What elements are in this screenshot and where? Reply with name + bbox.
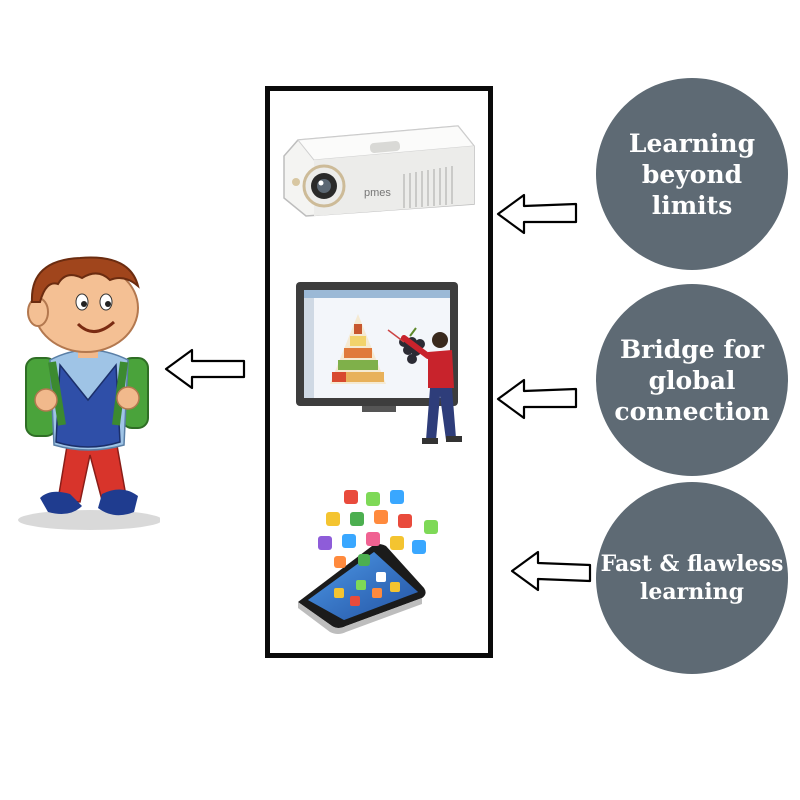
arrow-from-benefit-2-icon — [496, 378, 578, 420]
benefit-label: Fast & flawless learning — [600, 551, 784, 605]
benefit-circle-learning-beyond-limits: Learning beyond limits — [596, 78, 788, 270]
benefit-label: Learning beyond limits — [628, 128, 756, 220]
student-boy-icon — [18, 256, 160, 530]
arrow-from-benefit-3-icon — [510, 550, 592, 592]
benefit-circle-bridge-global-connection: Bridge for global connection — [596, 284, 788, 476]
projector-icon: pmes — [283, 125, 475, 217]
benefit-circle-fast-flawless-learning: Fast & flawless learning — [596, 482, 788, 674]
arrow-from-benefit-1-icon — [496, 193, 578, 235]
projector-brand: pmes — [364, 187, 391, 199]
smartphone-apps-icon — [298, 490, 438, 634]
interactive-whiteboard-icon — [296, 282, 462, 444]
arrow-to-student-icon — [164, 348, 246, 390]
benefit-label: Bridge for global connection — [614, 334, 770, 426]
